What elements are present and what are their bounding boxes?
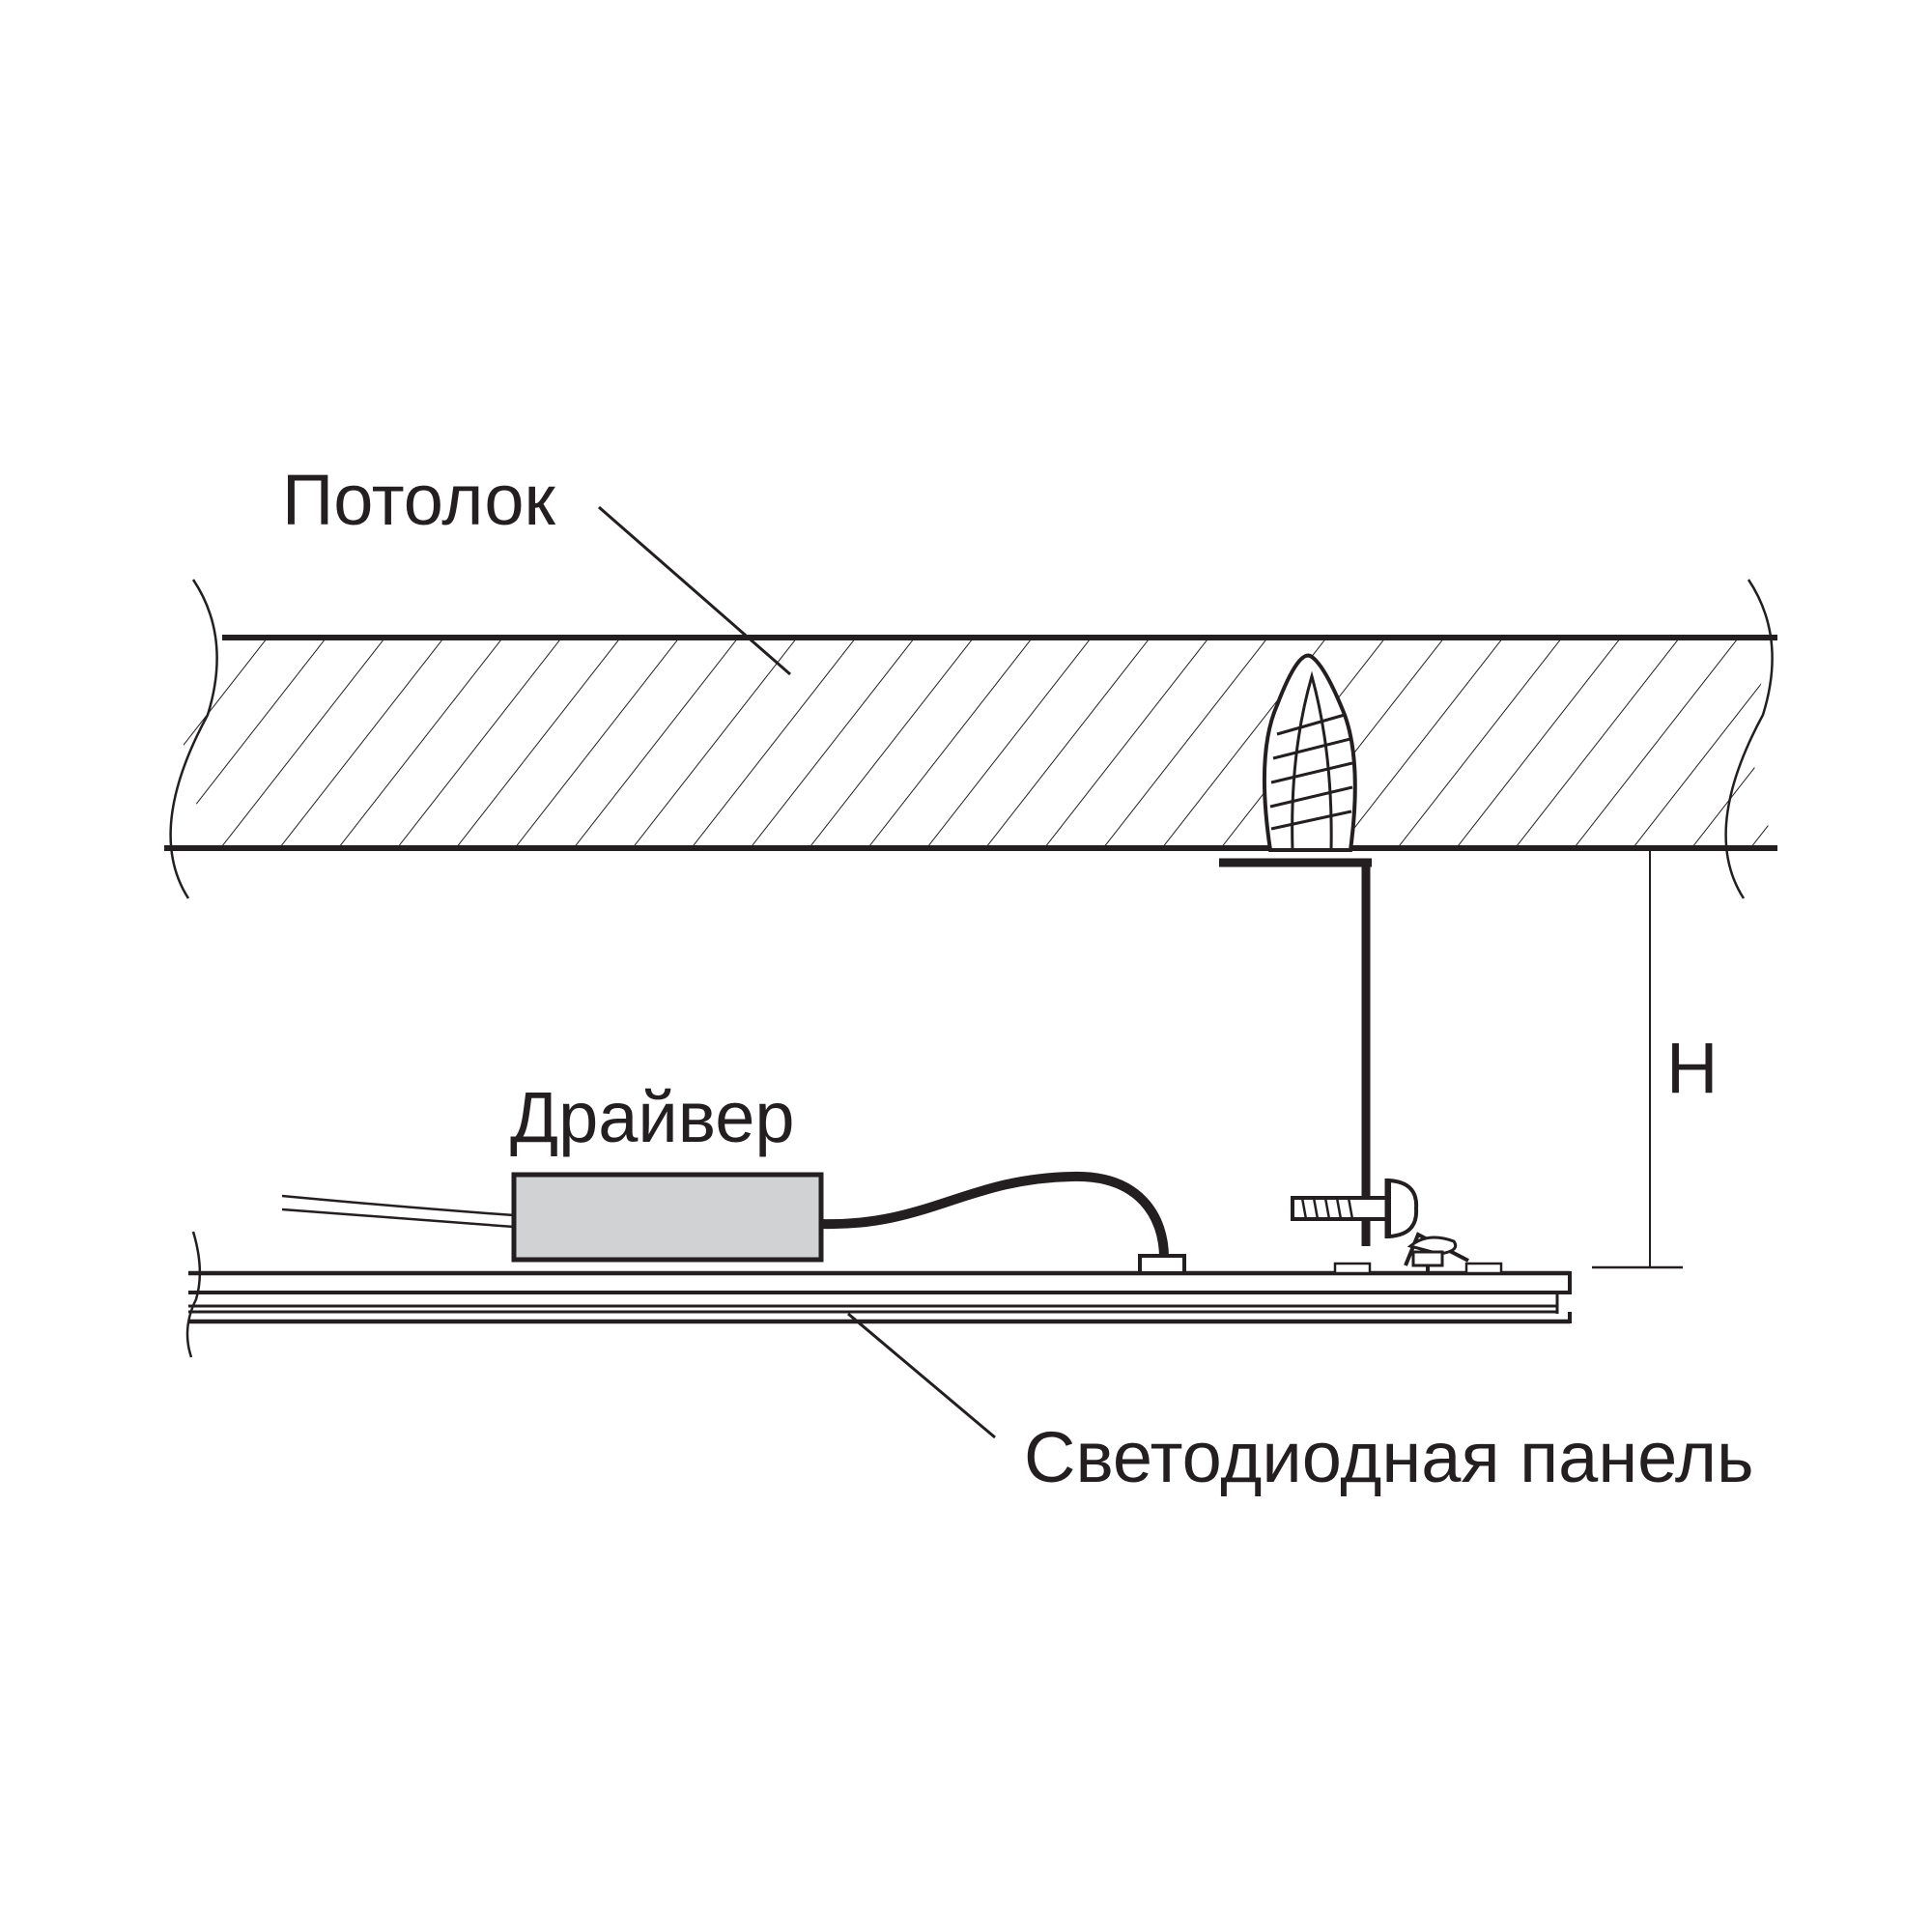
- height-dimension: [1592, 850, 1683, 1269]
- panel-left-break: [185, 1231, 202, 1358]
- mains-cable: [281, 1194, 515, 1229]
- dowel-anchor: [1262, 653, 1357, 852]
- ceiling-slab: [164, 579, 1777, 899]
- driver-label: Драйвер: [510, 1077, 795, 1157]
- ceiling-right-break: [1724, 579, 1774, 899]
- driver-box: [511, 1172, 824, 1263]
- ceiling-left-break: [169, 579, 218, 899]
- led-panel: [185, 1231, 1572, 1358]
- ceiling-hatching: [184, 638, 1777, 848]
- panel-leader-line: [847, 1312, 996, 1439]
- driver-output-cable: [820, 1171, 1186, 1275]
- cable-connector: [1138, 1254, 1186, 1275]
- panel-label: Светодиодная панель: [1024, 1417, 1754, 1497]
- height-label: H: [1666, 1028, 1718, 1108]
- ceiling-leader-line: [598, 505, 791, 676]
- mounting-bracket: [1219, 858, 1372, 1246]
- ceiling-label: Потолок: [282, 460, 555, 540]
- panel-clip: [1404, 1232, 1469, 1273]
- screw: [1291, 1178, 1419, 1239]
